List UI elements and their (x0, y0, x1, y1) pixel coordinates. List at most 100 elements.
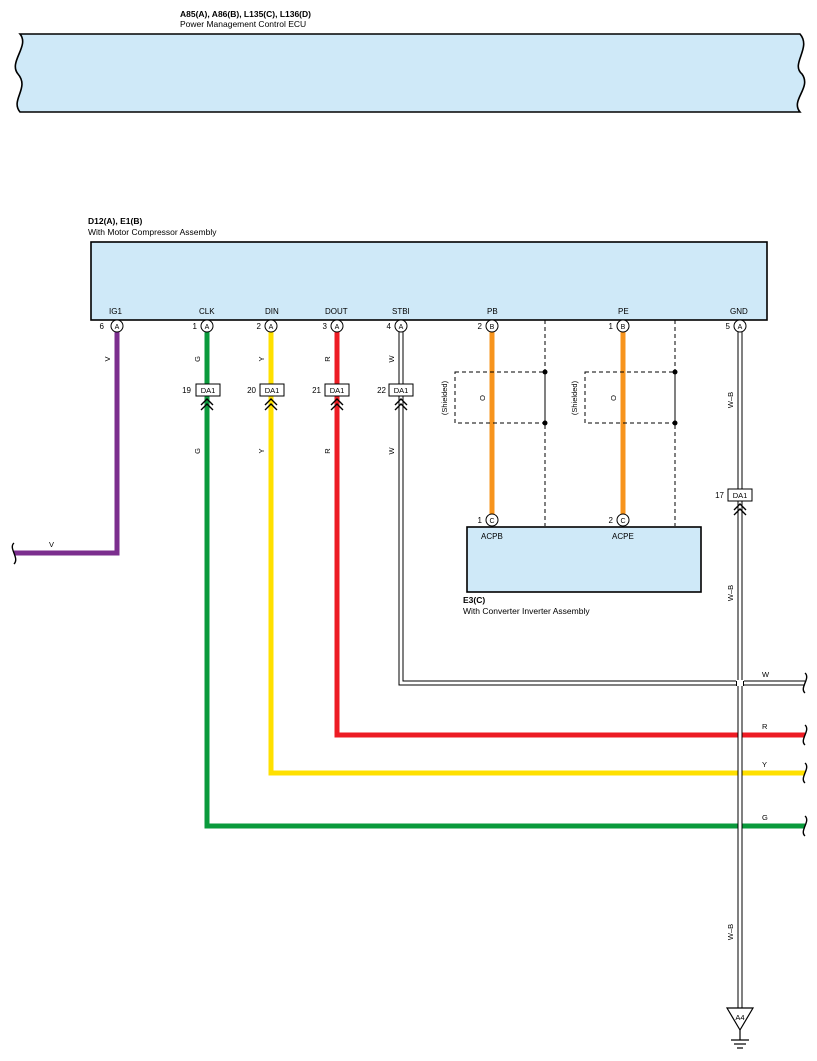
pin-name-pe: PE (618, 307, 629, 316)
wire-label-clk-upper: G (193, 356, 202, 362)
pin-name-din: DIN (265, 307, 279, 316)
break-right-g (802, 815, 808, 837)
pin-name-gnd: GND (730, 307, 748, 316)
svg-text:4: 4 (387, 322, 392, 331)
svg-text:DA1: DA1 (394, 386, 409, 395)
compressor-box (90, 241, 768, 321)
svg-text:1: 1 (609, 322, 614, 331)
svg-text:5: 5 (726, 322, 731, 331)
svg-text:B: B (621, 324, 626, 331)
wire-clk (204, 332, 805, 829)
svg-text:2: 2 (609, 516, 614, 525)
wire-label-gnd-middle: W–B (726, 585, 735, 601)
svg-text:17: 17 (715, 491, 724, 500)
pin-acpb: C 1 ACPB (478, 513, 503, 541)
wire-label-stbi-lower: W (387, 447, 396, 455)
svg-text:DA1: DA1 (201, 386, 216, 395)
pin-acpe: C 2 ACPE (609, 513, 634, 541)
svg-text:6: 6 (100, 322, 105, 331)
inverter-subtitle: With Converter Inverter Assembly (463, 606, 590, 616)
shield-dot (672, 369, 678, 375)
pin-name-acpe: ACPE (612, 532, 634, 541)
pin-ig1: A 6 (100, 319, 124, 333)
junction-clk: DA1 19 (182, 383, 221, 411)
ecu-box (14, 33, 806, 113)
svg-text:19: 19 (182, 386, 191, 395)
junction-stbi: DA1 22 (377, 383, 414, 411)
svg-text:C: C (489, 518, 494, 525)
junction-gnd: DA1 17 (715, 488, 753, 516)
wire-label-dout-upper: R (323, 356, 332, 362)
junction-din: DA1 20 (247, 383, 285, 411)
wire-ig1 (14, 332, 120, 556)
wire-label-din-lower: Y (257, 448, 266, 453)
junction-dout: DA1 21 (312, 383, 350, 411)
right-label-y: Y (762, 760, 767, 769)
svg-text:2: 2 (478, 322, 483, 331)
wire-label-ig1: V (103, 356, 112, 361)
right-label-g: G (762, 813, 768, 822)
svg-text:DA1: DA1 (265, 386, 280, 395)
break-left-ig1 (11, 542, 17, 565)
svg-text:A: A (738, 324, 743, 331)
pin-pe: B 1 (609, 319, 630, 333)
svg-text:A: A (269, 324, 274, 331)
svg-text:1: 1 (478, 516, 483, 525)
shield-box-pb (454, 371, 546, 424)
svg-text:21: 21 (312, 386, 321, 395)
ecu-title: A85(A), A86(B), L135(C), L136(D) (180, 9, 311, 19)
svg-text:A: A (335, 324, 340, 331)
svg-text:22: 22 (377, 386, 386, 395)
ground-symbol-icon (731, 1030, 749, 1049)
shield-dot (542, 420, 548, 426)
pin-clk: A 1 (193, 319, 214, 333)
inverter-box (466, 526, 702, 593)
wire-label-pb: O (478, 395, 487, 401)
svg-text:1: 1 (193, 322, 198, 331)
break-right-y (802, 762, 808, 784)
pin-name-ig1: IG1 (109, 307, 122, 316)
wire-stbi (399, 332, 805, 685)
pin-name-acpb: ACPB (481, 532, 503, 541)
inverter-title: E3(C) (463, 595, 485, 605)
svg-text:B: B (490, 324, 495, 331)
shield-label-pb: (Shielded) (440, 380, 449, 415)
wire-label-gnd-lower: W–B (726, 924, 735, 940)
wire-label-pe: O (609, 395, 618, 401)
pin-name-pb: PB (487, 307, 498, 316)
pin-dout: A 3 (323, 319, 344, 333)
svg-text:A4: A4 (735, 1013, 744, 1022)
pin-gnd: A 5 (726, 319, 747, 333)
pin-din: A 2 (257, 319, 278, 333)
shield-box-pe (584, 371, 676, 424)
pin-name-dout: DOUT (325, 307, 348, 316)
svg-text:A: A (205, 324, 210, 331)
shield-label-pe: (Shielded) (570, 380, 579, 415)
left-label-v: V (49, 540, 54, 549)
right-label-w: W (762, 670, 770, 679)
crossing-gap (736, 680, 744, 686)
svg-text:20: 20 (247, 386, 256, 395)
wire-label-stbi-upper: W (387, 355, 396, 363)
wire-label-gnd-upper: W–B (726, 392, 735, 408)
right-label-r: R (762, 722, 768, 731)
compressor-title: D12(A), E1(B) (88, 216, 142, 226)
pin-name-clk: CLK (199, 307, 215, 316)
pin-stbi: A 4 (387, 319, 408, 333)
svg-text:DA1: DA1 (330, 386, 345, 395)
wire-label-clk-lower: G (193, 448, 202, 454)
svg-text:A: A (115, 324, 120, 331)
wire-dout (334, 332, 805, 738)
svg-text:2: 2 (257, 322, 262, 331)
svg-text:C: C (620, 518, 625, 525)
break-right-w (802, 672, 808, 694)
pin-pb: B 2 (478, 319, 499, 333)
wire-label-dout-lower: R (323, 448, 332, 454)
compressor-subtitle: With Motor Compressor Assembly (88, 227, 217, 237)
svg-text:A: A (399, 324, 404, 331)
wire-din (268, 332, 805, 776)
break-right-r (802, 724, 808, 746)
shield-dot (542, 369, 548, 375)
ground-point-a4: A4 (725, 1007, 755, 1032)
